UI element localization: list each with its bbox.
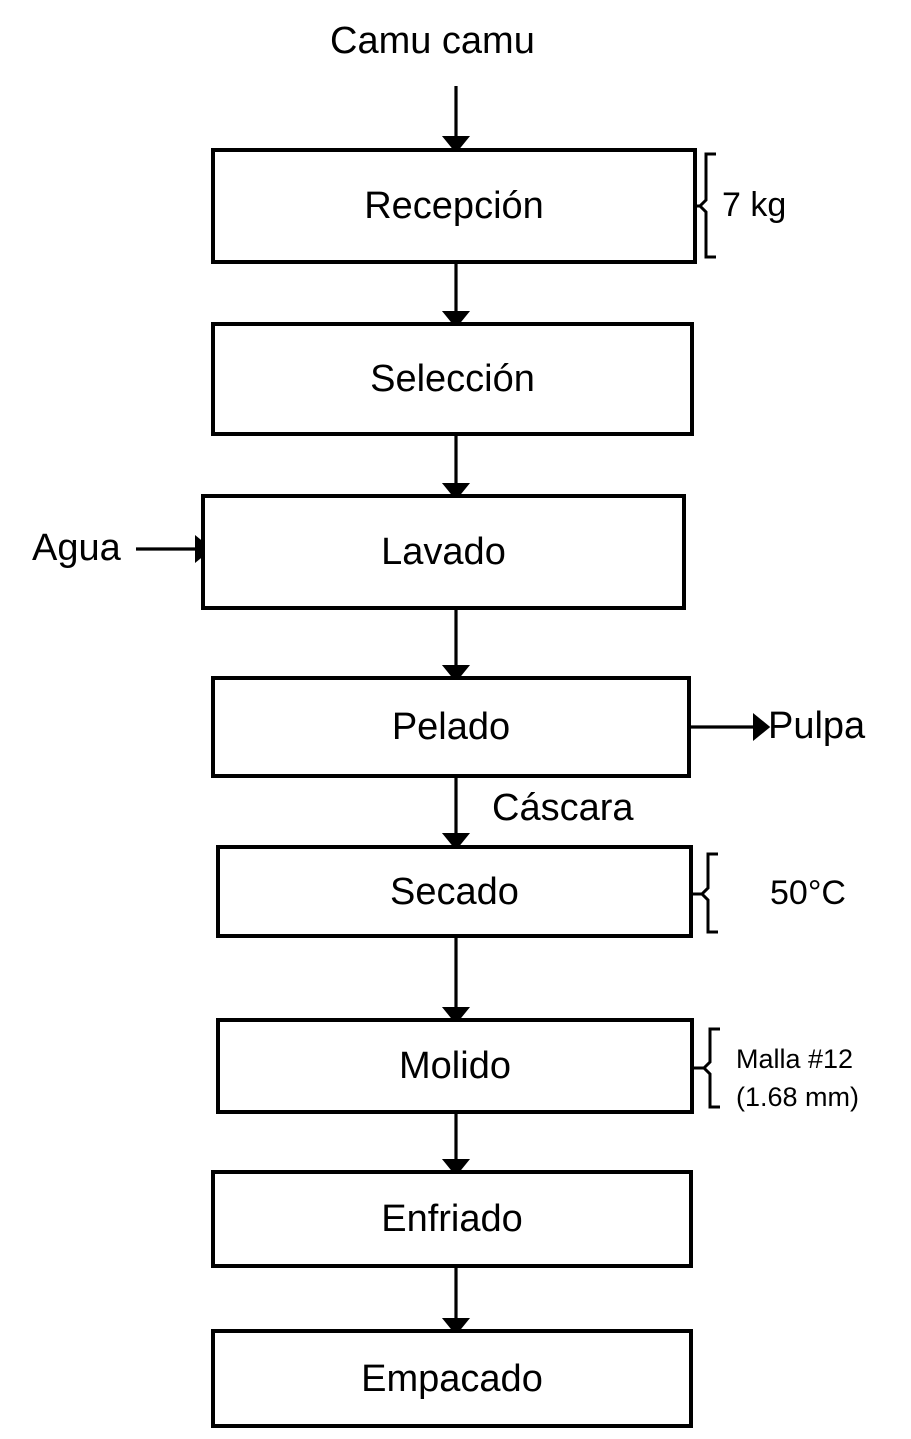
process-node-pelado[interactable]: Pelado [211,676,691,778]
annotation-malla-line1: Malla #12 [736,1044,854,1074]
process-node-recepcion[interactable]: Recepción [211,148,697,264]
process-node-label: Pelado [391,706,511,748]
brace-molido [701,1027,720,1109]
process-node-secado[interactable]: Secado [216,845,693,938]
brace-recepcion [697,152,716,259]
process-node-label: Molido [399,1045,511,1087]
process-node-enfriado[interactable]: Enfriado [211,1170,693,1268]
input-label-agua: Agua [32,527,121,569]
annotation-7kg: 7 kg [722,186,787,224]
annotation-50c: 50°C [770,874,846,912]
process-node-molido[interactable]: Molido [216,1018,694,1114]
output-label-pulpa: Pulpa [768,705,866,747]
annotation-malla-line2: (1.68 mm) [736,1082,860,1112]
process-node-label: Secado [390,870,519,913]
edge-label-cascara: Cáscara [492,787,634,829]
process-node-seleccion[interactable]: Selección [211,322,694,436]
process-node-label: Recepción [364,185,544,227]
brace-secado [699,852,718,934]
process-node-label: Selección [370,358,535,400]
process-node-lavado[interactable]: Lavado [201,494,686,610]
process-node-empacado[interactable]: Empacado [211,1329,693,1428]
process-node-label: Lavado [381,531,506,573]
source-material-label: Camu camu [330,20,535,62]
process-node-label: Enfriado [381,1198,523,1240]
process-node-label: Empacado [361,1357,543,1400]
